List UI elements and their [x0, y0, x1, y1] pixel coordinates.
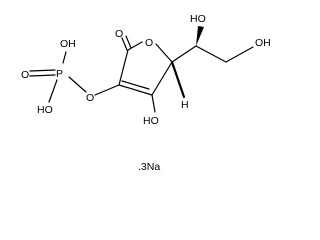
wedge-c5-oh: [196, 26, 204, 46]
bond-c5-c6: [195, 45, 227, 63]
bond-p-oh-top: [62, 51, 67, 64]
atom-phosphate-oh-top: OH: [60, 38, 76, 50]
atom-side-oh-1: HO: [190, 13, 206, 25]
structure-svg: O O H HO HO OH OH O P HO O .3Na: [21, 13, 271, 173]
bonds: [29, 26, 254, 113]
bond-c1-carbonyl-double: [125, 35, 132, 49]
bond-p-o-double-2: [29, 74, 56, 77]
atom-stereo-h: H: [181, 99, 189, 111]
bond-c1-carbonyl: [121, 37, 128, 51]
atom-labels: O O H HO HO OH OH O P HO O: [21, 13, 271, 127]
bond-c4-c3: [151, 61, 173, 96]
atom-carbonyl-o: O: [115, 28, 123, 40]
atom-phosphate-o-double: O: [21, 69, 29, 81]
counterion-label: .3Na: [138, 161, 160, 173]
atom-phosphate-p: P: [56, 68, 63, 80]
molecule-diagram: O O H HO HO OH OH O P HO O .3Na: [21, 13, 271, 173]
bond-c2-c1: [118, 49, 129, 86]
bond-c1-ring-o: [127, 41, 143, 51]
bond-c2-ester-o: [94, 84, 120, 96]
atom-ring-o: O: [145, 37, 153, 49]
atom-enol-oh: HO: [143, 115, 159, 127]
bond-p-oh-bottom: [48, 79, 58, 103]
atom-phosphate-o-ester: O: [86, 92, 94, 104]
bond-c6-oh: [225, 46, 254, 63]
atom-side-oh-2: OH: [255, 37, 271, 49]
bond-p-o-double: [29, 69, 56, 72]
bond-c4-h: [170, 60, 186, 99]
bond-ester-o-p: [68, 76, 87, 93]
bond-ring-o-c4: [155, 43, 173, 63]
bond-c3-enol-o: [151, 94, 156, 113]
bond-c3-c2: [118, 84, 153, 96]
bond-c3-c2-double: [121, 80, 150, 90]
bond-c4-c5: [171, 45, 197, 63]
atom-phosphate-oh-bottom: HO: [37, 104, 53, 116]
